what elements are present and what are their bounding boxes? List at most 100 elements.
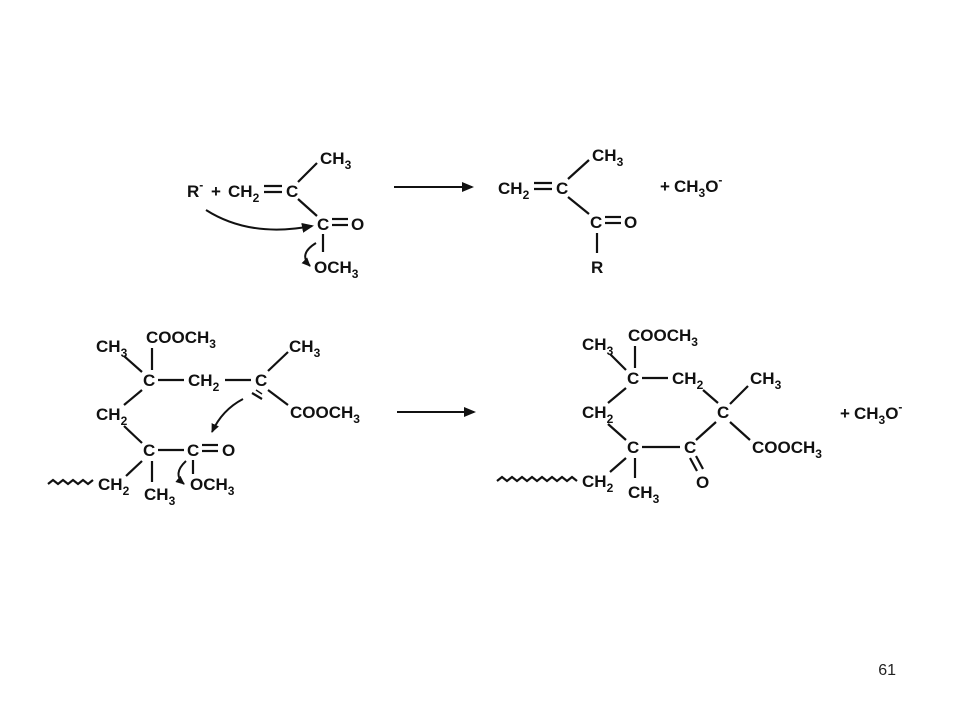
ring-ch2-label: CH [96,405,121,424]
methyl-top-left-subscript: 3 [607,344,614,358]
ch2-label: CH [498,179,523,198]
methyl-top-left-subscript: 3 [121,346,128,360]
chain-ch2-label: CH [582,472,607,491]
svg-text:CH3: CH3 [144,485,176,508]
svg-text:OCH3: OCH3 [190,475,235,498]
carbonyl-carbon: C [590,213,602,232]
methoxy-label: OCH [190,475,228,494]
nucleophilic-attack-arrow [205,209,314,233]
methyl-bottom-subscript: 3 [653,492,660,506]
methyl-top-left-label: CH [582,335,607,354]
ring-ch2-subscript: 2 [607,412,614,426]
reaction1-product: CH2 C CH3 C O R [498,146,637,277]
carbonyl-oxygen: O [222,441,235,460]
svg-text:COOCH3: COOCH3 [290,403,360,426]
methoxide-subscript: 3 [699,186,706,200]
methyl-right-subscript: 3 [775,378,782,392]
methyl-right-label: CH [750,369,775,388]
svg-text:CH2: CH2 [582,403,614,426]
chain-ch2-subscript: 2 [607,481,614,495]
carbonyl-carbon: C [187,441,199,460]
svg-text:CH3: CH3 [289,337,321,360]
ring-carbon-1: C [143,371,155,390]
svg-text:CH3: CH3 [96,337,128,360]
svg-text:COOCH3: COOCH3 [752,438,822,461]
ester-right-subscript: 3 [353,412,360,426]
bridge-ch2-label: CH [188,371,213,390]
methyl-bottom-label: CH [144,485,169,504]
r-group-label: R [591,258,603,277]
methyl-label: CH [320,149,345,168]
alkene-carbon: C [556,179,568,198]
methoxide-label: CH [674,177,699,196]
svg-text:CH2: CH2 [96,405,128,428]
bridge-ch2-label: CH [672,369,697,388]
methyl-label: CH [592,146,617,165]
leaving-group-arrow [175,460,187,485]
methyl-subscript: 3 [345,158,352,172]
svg-text:OCH3: OCH3 [314,258,359,281]
svg-text:CH2: CH2 [498,179,530,202]
ester-top-label: COOCH [146,328,209,347]
ring-carbon-1: C [627,369,639,388]
bridge-ch2-subscript: 2 [213,380,220,394]
methoxide-oxygen: O [885,404,898,423]
ring-carbon-2: C [143,441,155,460]
ring-ch2-label: CH [582,403,607,422]
svg-text:CH3: CH3 [628,483,660,506]
plus-sign: + [211,182,221,201]
svg-text:CH2: CH2 [672,369,704,392]
alkene-carbon: C [286,182,298,201]
reaction1-byproduct: +CH3O- [660,173,722,200]
ketone-carbon: C [684,438,696,457]
ester-right-label: COOCH [290,403,353,422]
page-number: 61 [878,662,896,679]
reaction2-reactant: CH3 COOCH3 C CH2 C CH3 COOCH3 CH2 C C O … [47,328,360,508]
svg-text:CH3: CH3 [320,149,352,172]
svg-text:CH3: CH3 [582,335,614,358]
svg-text:+CH3O-: +CH3O- [660,173,722,200]
ester-top-subscript: 3 [209,337,216,351]
intramolecular-attack-arrow [211,398,244,433]
methyl-top-right-label: CH [289,337,314,356]
leaving-group-arrow [301,242,317,267]
ring-carbon-2: C [627,438,639,457]
ester-top-label: COOCH [628,326,691,345]
methyl-bottom-subscript: 3 [169,494,176,508]
carbonyl-oxygen: O [624,213,637,232]
ester-right-subscript: 3 [815,447,822,461]
methyl-top-right-subscript: 3 [314,346,321,360]
svg-text:+CH3O-: +CH3O- [840,400,902,427]
methoxide-label: CH [854,404,879,423]
chain-ch2-subscript: 2 [123,484,130,498]
svg-text:CH3: CH3 [592,146,624,169]
chain-ch2-label: CH [98,475,123,494]
svg-text:COOCH3: COOCH3 [628,326,698,349]
polymer-chain-wavy-icon [47,478,94,486]
r-charge: - [199,178,203,192]
ch2-label: CH [228,182,253,201]
bridge-ch2-subscript: 2 [697,378,704,392]
ch2-subscript: 2 [523,188,530,202]
methoxide-charge: - [718,173,722,187]
methoxy-subscript: 3 [228,484,235,498]
ester-right-label: COOCH [752,438,815,457]
quaternary-carbon: C [717,403,729,422]
methyl-bottom-label: CH [628,483,653,502]
svg-text:CH2: CH2 [228,182,260,205]
r-group-label: R [187,182,199,201]
methoxy-label: OCH [314,258,352,277]
polymer-chain-wavy-icon [496,475,578,483]
svg-text:CH2: CH2 [188,371,220,394]
carbonyl-oxygen: O [351,215,364,234]
reaction2-byproduct: +CH3O- [840,400,902,427]
ester-top-subscript: 3 [691,335,698,349]
ketone-oxygen: O [696,473,709,492]
anionic-carbon: C [255,371,267,390]
plus-sign: + [660,177,670,196]
svg-text:R-: R- [187,178,203,201]
methyl-top-left-label: CH [96,337,121,356]
plus-sign: + [840,404,850,423]
svg-text:COOCH3: COOCH3 [146,328,216,351]
